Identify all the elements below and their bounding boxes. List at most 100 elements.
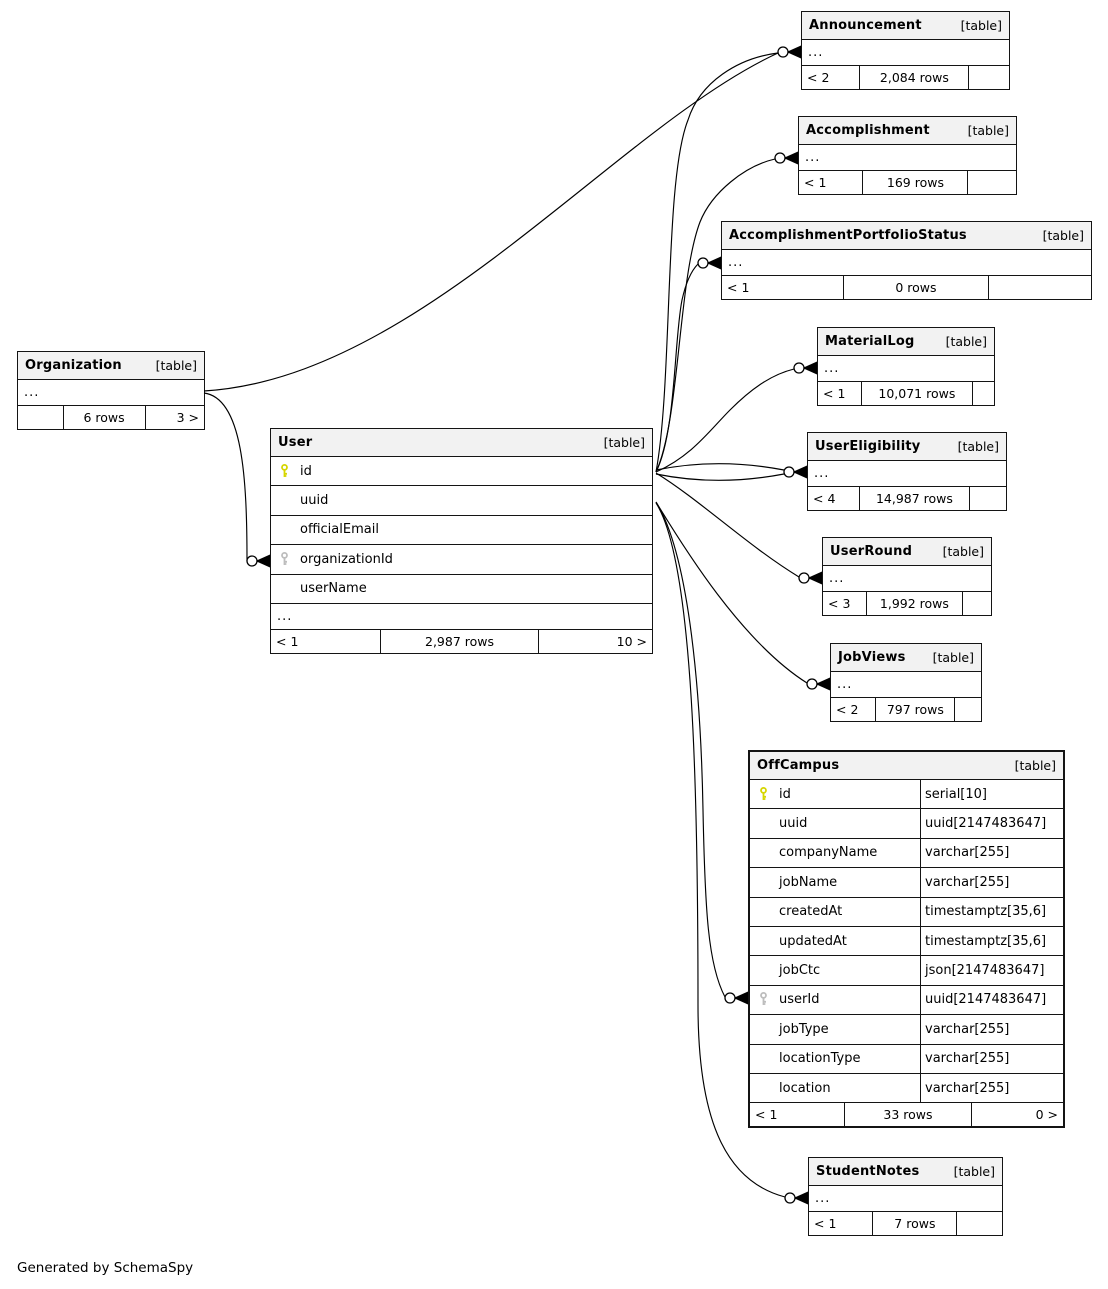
- crows-foot-icon: [255, 554, 270, 568]
- table-type-tag: [table]: [155, 358, 197, 373]
- zero-or-many-circle-icon: [798, 572, 810, 584]
- column-name: createdAt: [779, 904, 843, 920]
- generator-credit: Generated by SchemaSpy: [17, 1260, 194, 1276]
- table-accomplishmentportfoliostatus: AccomplishmentPortfolioStatus[table]...<…: [721, 221, 1092, 300]
- zero-or-many-circle-icon: [697, 257, 709, 269]
- zero-or-many-circle-icon: [783, 466, 795, 478]
- table-name-link[interactable]: UserRound: [830, 544, 913, 559]
- table-header: UserRound [table]: [823, 538, 991, 565]
- relationship-User.uuid-to-OffCampus.userId: [655, 501, 726, 998]
- relationship-Organization-to-User.organizationId: [203, 392, 248, 562]
- table-header: AccomplishmentPortfolioStatus [table]: [722, 222, 1091, 249]
- table-header: Accomplishment [table]: [799, 117, 1016, 144]
- table-type-tag: [table]: [1042, 228, 1084, 243]
- pager-parents: 3 >: [144, 406, 204, 429]
- table-name-link[interactable]: OffCampus: [757, 758, 840, 773]
- table-name-link[interactable]: Organization: [25, 358, 122, 373]
- zero-or-many-circle-icon: [777, 46, 789, 58]
- column-type: varchar[255]: [920, 1044, 1063, 1073]
- column-type: varchar[255]: [920, 1015, 1063, 1044]
- pager-children: < 2: [836, 702, 859, 717]
- column-name: userId: [779, 992, 820, 1008]
- table-header: UserEligibility [table]: [808, 433, 1006, 460]
- row-count: 1,992 rows: [865, 592, 963, 615]
- column-name: jobCtc: [779, 963, 821, 979]
- pager-children: < 1: [814, 1216, 837, 1231]
- column-row: uuid uuid[2147483647]: [750, 808, 1063, 838]
- column-name-cell: updatedAt: [750, 927, 920, 955]
- table-type-tag: [table]: [957, 439, 999, 454]
- table-name-link[interactable]: Announcement: [809, 18, 922, 33]
- column-name: organizationId: [300, 551, 393, 567]
- pager-parents: [967, 171, 1016, 194]
- zero-or-many-circle-icon: [806, 678, 818, 690]
- row-count: 2,084 rows: [859, 66, 968, 89]
- column-type: varchar[255]: [920, 1073, 1063, 1103]
- table-name-link[interactable]: UserEligibility: [815, 439, 921, 454]
- column-name: id: [779, 786, 791, 802]
- zero-or-many-circle-icon: [793, 362, 805, 374]
- column-type: serial[10]: [920, 780, 1063, 809]
- table-type-tag: [table]: [603, 435, 645, 450]
- table-offcampus: OffCampus[table] id serial[10] uuid uuid[214…: [748, 750, 1065, 1129]
- relationship-User.uuid-to-JobViews: [655, 501, 808, 684]
- row-count: 10,071 rows: [860, 382, 973, 405]
- table-type-tag: [table]: [967, 123, 1009, 138]
- crows-foot-icon: [783, 151, 798, 165]
- table-name-link[interactable]: StudentNotes: [816, 1164, 920, 1179]
- pager-children: < 4: [813, 491, 836, 506]
- row-count: 7 rows: [872, 1212, 956, 1235]
- column-name: officialEmail: [300, 522, 379, 538]
- pager-children: < 1: [755, 1107, 778, 1123]
- columns-ellipsis: ...: [831, 671, 981, 697]
- pager-parents: [968, 66, 1009, 89]
- table-type-tag: [table]: [942, 544, 984, 559]
- column-row: id: [271, 456, 652, 485]
- column-type: json[2147483647]: [920, 956, 1063, 985]
- relationship-Organization-to-Announcement: [203, 52, 779, 392]
- pager-children: [18, 406, 63, 429]
- table-name-link[interactable]: Accomplishment: [806, 123, 930, 138]
- columns-ellipsis: ...: [808, 460, 1006, 486]
- foreign-key-icon: [760, 992, 767, 1006]
- column-name-cell: userId: [750, 986, 920, 1014]
- table-type-tag: [table]: [932, 650, 974, 665]
- pager-children: < 1: [823, 386, 846, 401]
- zero-or-many-circle-icon: [724, 992, 736, 1004]
- table-name-link[interactable]: AccomplishmentPortfolioStatus: [729, 228, 967, 243]
- table-type-tag: [table]: [953, 1164, 995, 1179]
- pager-parents: [954, 698, 981, 721]
- pager-children: < 1: [276, 633, 299, 649]
- table-name-link[interactable]: User: [278, 435, 313, 450]
- crows-foot-icon: [807, 571, 822, 585]
- table-header: StudentNotes [table]: [809, 1158, 1002, 1185]
- pager-parents: [987, 276, 1091, 299]
- columns-ellipsis: ...: [799, 144, 1016, 170]
- column-name-cell: id: [750, 780, 920, 808]
- column-row: id serial[10]: [750, 779, 1063, 809]
- pager-children: < 2: [807, 70, 830, 85]
- table-name-link[interactable]: JobViews: [838, 650, 906, 665]
- column-row: userName: [271, 573, 652, 603]
- table-footer: < 1 10,071 rows: [818, 381, 994, 405]
- columns-ellipsis: ...: [823, 565, 991, 591]
- column-name-cell: createdAt: [750, 898, 920, 926]
- table-footer: < 2 2,084 rows: [802, 65, 1009, 89]
- column-name: jobName: [779, 874, 838, 890]
- column-name: uuid: [779, 816, 808, 832]
- pager-children: < 3: [828, 596, 851, 611]
- pager-children: < 1: [804, 175, 827, 190]
- column-type: uuid[2147483647]: [920, 809, 1063, 838]
- crows-foot-icon: [706, 256, 721, 270]
- column-name-cell: jobName: [750, 868, 920, 896]
- table-header: MaterialLog[table]: [818, 328, 994, 355]
- column-name-cell: location: [750, 1074, 920, 1102]
- table-name-link[interactable]: MaterialLog: [825, 334, 915, 349]
- table-header: OffCampus[table]: [750, 752, 1063, 779]
- row-count: 797 rows: [875, 698, 954, 721]
